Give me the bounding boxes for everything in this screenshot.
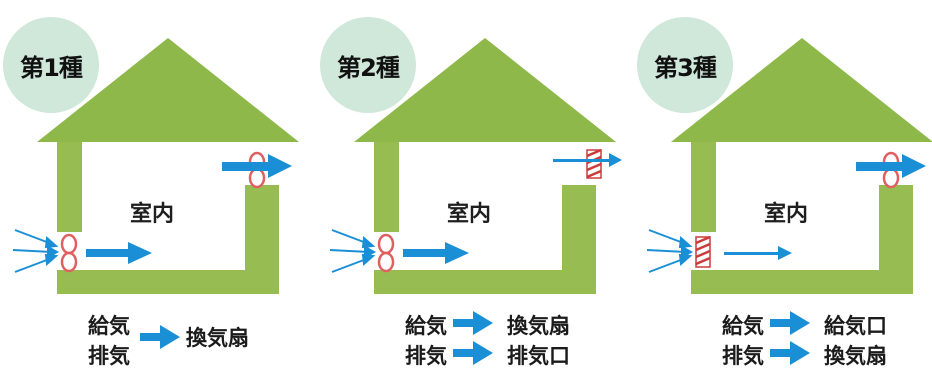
supply-label: 給気 [405,314,447,338]
floor [691,270,913,294]
type-badge-label: 第3種 [654,53,717,82]
left-wall-upper [57,142,82,232]
inflow-arrows-icon [646,229,694,273]
type-badge-label: 第2種 [337,53,400,82]
type-badge: 第1種 [3,17,99,113]
inflow-arrows-icon [329,229,377,273]
supply-arrow-icon [770,311,810,335]
exhaust-label: 排気 [722,344,764,368]
floor [374,270,596,294]
left-wall-upper [691,142,716,232]
panel-type-1: 第1種 室内 給気 排気 [0,0,310,368]
type-badge: 第2種 [320,17,416,113]
indoor-flow-arrow-icon [403,242,469,264]
type-badge-label: 第1種 [20,53,83,82]
house-diagram [12,38,299,294]
indoor-flow-arrow-icon [86,242,152,264]
supply-label: 給気 [722,314,764,338]
right-wall [562,185,596,294]
roof [671,38,932,142]
outflow-arrow-icon [553,153,622,167]
house-diagram [329,38,622,294]
exhaust-label: 排気 [405,344,447,368]
left-wall-upper [374,142,399,232]
panel-type-2: 第2種 室内 給気 [317,0,627,368]
exhaust-arrow-icon [453,341,493,365]
panel-type-3: 第3種 室内 [634,0,932,368]
supply-label: 給気 [88,314,130,338]
right-wall [879,185,913,294]
room-label: 室内 [130,202,175,227]
exhaust-label: 排気 [88,344,130,368]
supply-arrow-icon [453,311,493,335]
intake-fan-icon [377,233,395,273]
exhaust-arrow-icon [770,341,810,365]
room-label: 室内 [447,202,492,227]
supply-device-label: 換気扇 [507,314,570,338]
supply-device-label: 給気口 [824,314,887,338]
exhaust-vent-icon [586,148,602,179]
type-badge: 第3種 [637,17,733,113]
device-label: 換気扇 [186,326,249,350]
intake-vent-icon [695,235,711,268]
merge-arrow-icon [140,325,180,349]
house-diagram [646,38,932,294]
exhaust-device-label: 排気口 [507,344,570,368]
indoor-flow-arrow-icon [724,246,792,260]
inflow-arrows-icon [12,229,60,273]
room-label: 室内 [764,202,809,227]
outflow-arrow-icon [222,154,292,178]
roof [354,38,616,142]
intake-fan-icon [60,233,78,273]
floor [57,270,279,294]
exhaust-device-label: 換気扇 [824,344,887,368]
roof [37,38,299,142]
right-wall [245,185,279,294]
outflow-arrow-icon [856,154,926,178]
